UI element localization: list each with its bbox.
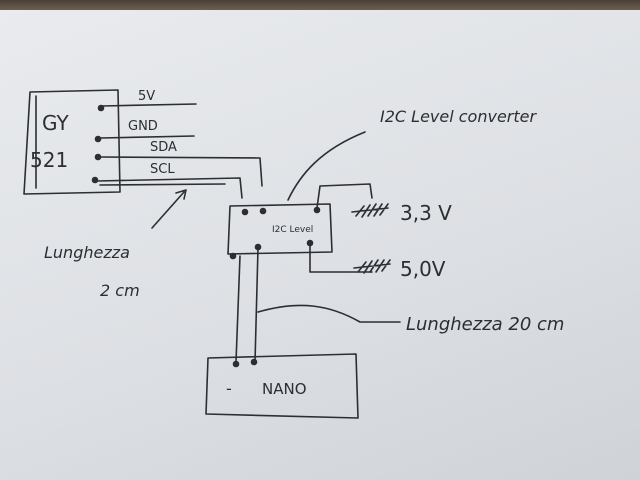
wire-long-2	[254, 247, 259, 363]
nano-box	[205, 353, 359, 419]
short-length-label-line2: 2 cm	[100, 281, 140, 300]
nano-label: NANO	[262, 380, 307, 398]
paper-sheet	[0, 10, 640, 480]
supply-5v0-label: 5,0V	[400, 257, 446, 281]
gy521-module-box	[23, 89, 121, 195]
gy521-label-line2: 521	[30, 148, 68, 172]
pin-label-scl: SCL	[150, 162, 175, 177]
converter-pin-4	[229, 252, 237, 260]
pin-label-sda: SDA	[150, 140, 177, 155]
short-length-label-line1: Lunghezza	[44, 243, 130, 262]
converter-pin-1	[241, 208, 249, 216]
nano-pin-1	[232, 360, 240, 368]
wire-5v0	[309, 243, 373, 273]
pin-label-5v: 5V	[138, 89, 155, 104]
wire-scl-lower	[99, 183, 226, 186]
long-length-label: Lunghezza 20 cm	[406, 314, 564, 335]
wire-3v3	[316, 183, 373, 209]
converter-inner-label: I2C Level	[272, 225, 313, 235]
wire-5v	[101, 103, 197, 107]
wire-long-1	[235, 255, 241, 363]
nano-minus-sign: -	[226, 379, 232, 398]
short-length-arrow	[151, 189, 187, 229]
ground-symbol-5v	[353, 259, 391, 274]
ground-symbol-3v3	[351, 203, 389, 218]
wire-sda	[99, 156, 263, 187]
nano-pin-2	[250, 358, 258, 366]
converter-pin-2	[259, 207, 267, 215]
wire-scl	[96, 177, 243, 199]
converter-box	[227, 203, 333, 255]
wire-gnd	[99, 135, 195, 139]
pin-label-gnd: GND	[128, 119, 158, 134]
converter-pointer	[287, 131, 366, 201]
converter-title: I2C Level converter	[380, 107, 537, 126]
long-length-pointer	[257, 304, 401, 323]
gy521-label-line1: GY	[42, 111, 70, 135]
supply-3v3-label: 3,3 V	[400, 201, 452, 225]
